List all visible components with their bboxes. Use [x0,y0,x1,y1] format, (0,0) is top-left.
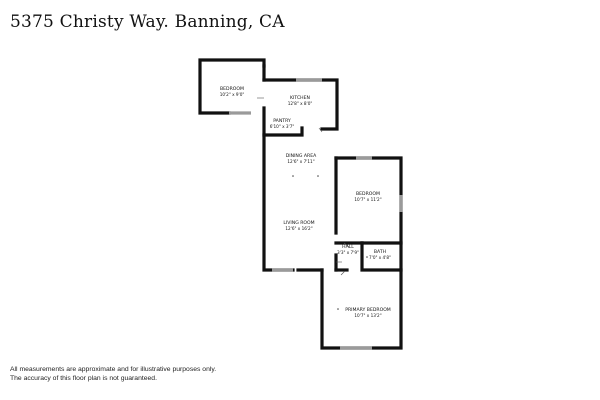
room-dims-dining-area: 12'6" x 7'11" [287,159,314,164]
door-marks [257,97,350,276]
room-label-bedroom-north: BEDROOM [220,86,244,92]
wall-bedroom-north [198,58,266,115]
room-label-primary-bedroom: PRIMARY BEDROOM [345,307,391,313]
fixture-dots [292,175,368,310]
room-dims-pantry: 6'10" x 3'7" [270,124,295,129]
room-label-bedroom-east: BEDROOM [356,191,380,197]
room-dims-hall: 3'3" x 7'9" [337,250,359,255]
room-label-living-room: LIVING ROOM [283,220,314,226]
room-dims-primary-bedroom: 10'7" x 13'2" [354,313,381,318]
room-label-bath: BATH [374,249,386,255]
room-dims-bath: 7'0" x 4'8" [369,255,391,260]
room-dims-bedroom-north: 10'2" x 9'0" [220,92,245,97]
room-label-kitchen: KITCHEN [290,95,310,101]
room-dims-living-room: 12'6" x 16'2" [285,226,312,231]
wall-kitchen-inner [262,106,304,137]
disclaimer-line-1: All measurements are approximate and for… [10,366,217,373]
room-labels: BEDROOM 10'2" x 9'0" KITCHEN 12'8" x 8'0… [220,86,391,318]
room-label-dining-area: DINING AREA [286,153,317,159]
wall-bath [360,241,402,272]
disclaimer: All measurements are approximate and for… [10,365,216,383]
room-dims-bedroom-east: 10'7" x 11'2" [354,197,381,202]
room-label-pantry: PANTRY [273,118,291,124]
room-label-hall: HALL [342,244,354,250]
windows [229,78,403,350]
page-title: 5375 Christy Way. Banning, CA [10,12,285,32]
disclaimer-line-2: The accuracy of this floor plan is not g… [10,375,157,382]
room-dims-kitchen: 12'8" x 8'0" [288,101,313,106]
